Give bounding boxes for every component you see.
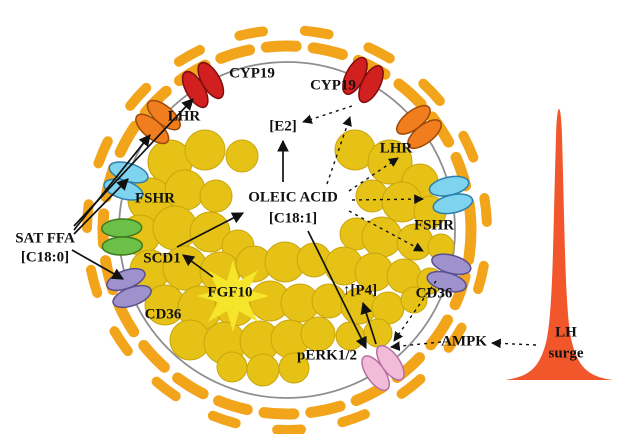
dotted-lhsurge-to-ampk [491, 338, 537, 349]
label-perk: pERK1/2 [296, 347, 358, 364]
label-lhr-left: LHR [167, 108, 201, 125]
dotted-oleic-to-cyp19 [326, 116, 352, 185]
receptor-cyp19-right [342, 56, 384, 104]
dotted-cd36-to-perk [393, 280, 437, 342]
label-fshr-right: FSHR [413, 217, 455, 234]
label-cd36-left: CD36 [144, 306, 182, 323]
arrow-scd1-to-oleic [176, 212, 245, 248]
label-scd1: SCD1 [143, 250, 181, 267]
receptor-perk [361, 344, 405, 392]
dotted-oleic-to-cd36 [348, 210, 424, 252]
label-lhr-right: LHR [379, 140, 413, 157]
label-e2: [E2] [269, 118, 297, 135]
arrow-satffa-to-cd36 [71, 249, 125, 280]
receptor-cyp19-left [181, 61, 225, 109]
receptor-scd1 [100, 218, 144, 256]
label-cyp19-left: CYP19 [229, 65, 275, 82]
arrow-perk-to-p4 [360, 301, 377, 345]
dotted-cyp19-to-e2 [302, 105, 353, 124]
label-p4: ↑[P4] [342, 282, 378, 299]
label-ampk: AMPK [441, 333, 487, 350]
solid-arrows [71, 98, 377, 350]
dotted-oleic-to-fshr [351, 194, 424, 205]
arrow-satffa-to-lhr [73, 134, 151, 231]
label-cyp19-right: CYP19 [310, 77, 356, 94]
receptor-lhr-right [396, 104, 442, 150]
arrow-satffa-to-fshr [73, 178, 129, 235]
dotted-ampk-to-perk [390, 341, 442, 351]
label-lh-line1: LH [555, 324, 577, 341]
label-oleic-line2: [C18:1] [268, 210, 318, 227]
label-cd36-right: CD36 [415, 285, 453, 302]
label-lh-line2: surge [548, 345, 584, 362]
arrow-oleic-to-perk [307, 230, 367, 350]
label-fgf10: FGF10 [207, 284, 253, 301]
arrow-fgf10-to-scd1 [182, 254, 214, 278]
fgf10-starburst [197, 260, 269, 332]
dotted-arrows [302, 105, 537, 351]
dotted-oleic-to-lhr [348, 157, 399, 192]
label-sat-ffa-line1: SAT FFA [15, 230, 75, 247]
label-sat-ffa-line2: [C18:0] [20, 249, 70, 266]
receptor-cd36-right [426, 253, 472, 293]
label-oleic-line1: OLEIC ACID [248, 189, 338, 206]
receptor-fshr-right [428, 175, 474, 215]
lh-surge-peak [505, 109, 613, 380]
label-fshr-left: FSHR [134, 190, 176, 207]
